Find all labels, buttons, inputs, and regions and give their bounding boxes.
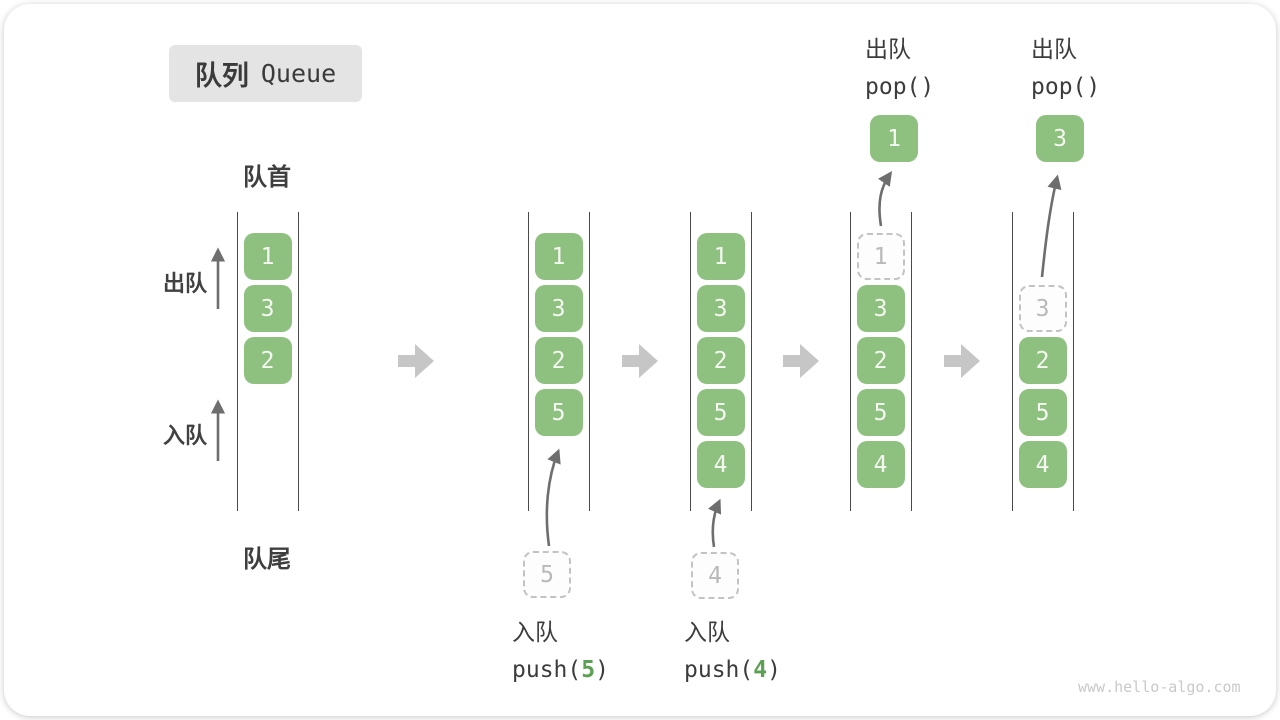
queue-cell: 2 [696, 337, 745, 384]
rear-label: 队尾 [243, 546, 291, 573]
op-pop1-code: pop() [865, 74, 935, 100]
watermark: www.hello-algo.com [1078, 678, 1241, 696]
queue-state-1: 1 3 2 [237, 212, 299, 511]
queue-cell: 1 [243, 233, 292, 280]
code-post: ) [767, 657, 781, 683]
incoming-cell: 5 [523, 551, 571, 598]
op-push5-code: push(5) [512, 657, 609, 683]
queue-cell: 2 [534, 337, 583, 384]
queue-cell: 3 [696, 285, 745, 332]
enqueue-side-label: 入队 [163, 423, 208, 448]
op-pop2: 出队 pop() [1031, 30, 1100, 100]
op-pop2-code: pop() [1031, 74, 1101, 100]
title-en: Queue [260, 59, 337, 88]
op-pop2-zh: 出队 [1031, 36, 1077, 62]
queue-cell: 5 [534, 389, 583, 436]
queue-cell: 5 [856, 389, 905, 436]
queue-cell: 5 [696, 389, 745, 436]
queue-cell: 4 [856, 441, 905, 488]
incoming-cell: 4 [691, 552, 739, 599]
title-box: 队列 Queue [169, 45, 362, 102]
queue-cell: 4 [1018, 441, 1067, 488]
queue-cell: 1 [534, 233, 583, 280]
queue-cell: 1 [696, 233, 745, 280]
popped-cell: 3 [1036, 115, 1084, 162]
queue-cell: 2 [856, 337, 905, 384]
op-push4-zh: 入队 [684, 619, 730, 645]
queue-cell: 3 [856, 285, 905, 332]
code-pre: push( [684, 657, 754, 683]
code-arg: 5 [581, 657, 596, 683]
op-push5: 入队 push(5) [512, 613, 609, 683]
op-pop1-zh: 出队 [865, 36, 911, 62]
front-label: 队首 [243, 164, 291, 191]
queue-state-4: 1 3 2 5 4 [850, 212, 912, 511]
op-push4: 入队 push(4) [684, 613, 781, 683]
code-pre: push( [512, 657, 582, 683]
queue-cell: 4 [696, 441, 745, 488]
queue-cell-ghost: 3 [1018, 285, 1067, 332]
queue-cell: 2 [1018, 337, 1067, 384]
queue-cell: 5 [1018, 389, 1067, 436]
op-pop1: 出队 pop() [865, 30, 934, 100]
op-push4-code: push(4) [684, 657, 781, 683]
dequeue-side-label: 出队 [163, 271, 208, 296]
op-push5-zh: 入队 [512, 619, 558, 645]
popped-cell: 1 [870, 115, 918, 162]
queue-cell: 3 [243, 285, 292, 332]
queue-cell-ghost: 1 [856, 233, 905, 280]
queue-cell: 3 [534, 285, 583, 332]
queue-cell: 2 [243, 337, 292, 384]
queue-state-5: 3 2 5 4 [1012, 212, 1074, 511]
title-zh: 队列 [194, 61, 249, 91]
queue-state-2: 1 3 2 5 [528, 212, 590, 511]
code-post: ) [595, 657, 609, 683]
diagram-card [4, 4, 1276, 716]
queue-state-3: 1 3 2 5 4 [690, 212, 752, 511]
code-arg: 4 [753, 657, 768, 683]
